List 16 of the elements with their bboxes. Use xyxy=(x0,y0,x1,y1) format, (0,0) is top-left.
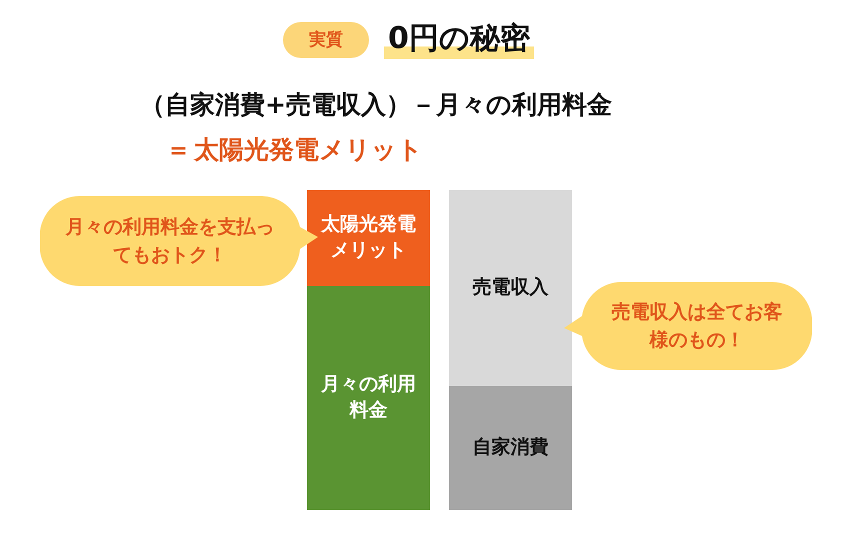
speech-bubble xyxy=(40,196,318,286)
bar-segment xyxy=(449,190,572,386)
bar-segment xyxy=(449,386,572,510)
bubble-text: 売電収入は全てお客様のもの！ xyxy=(610,300,784,353)
result-text: 太陽光発電メリット xyxy=(194,134,423,166)
badge: 実質 xyxy=(283,22,369,58)
bar-segment xyxy=(307,286,430,510)
equals-sign: ＝ xyxy=(166,134,191,166)
bubble-text: 月々の利用料金を支払ってもおトク！ xyxy=(64,214,276,268)
segment-label: 月々の利用料金 xyxy=(320,372,417,423)
segment-label: 自家消費 xyxy=(472,435,548,460)
segment-label: 太陽光発電メリット xyxy=(320,212,417,263)
speech-bubble xyxy=(564,282,812,370)
formula-text: （自家消費+売電収入）－月々の利用料金 xyxy=(140,89,612,121)
bar-segment xyxy=(307,190,430,286)
segment-label: 売電収入 xyxy=(472,275,548,300)
